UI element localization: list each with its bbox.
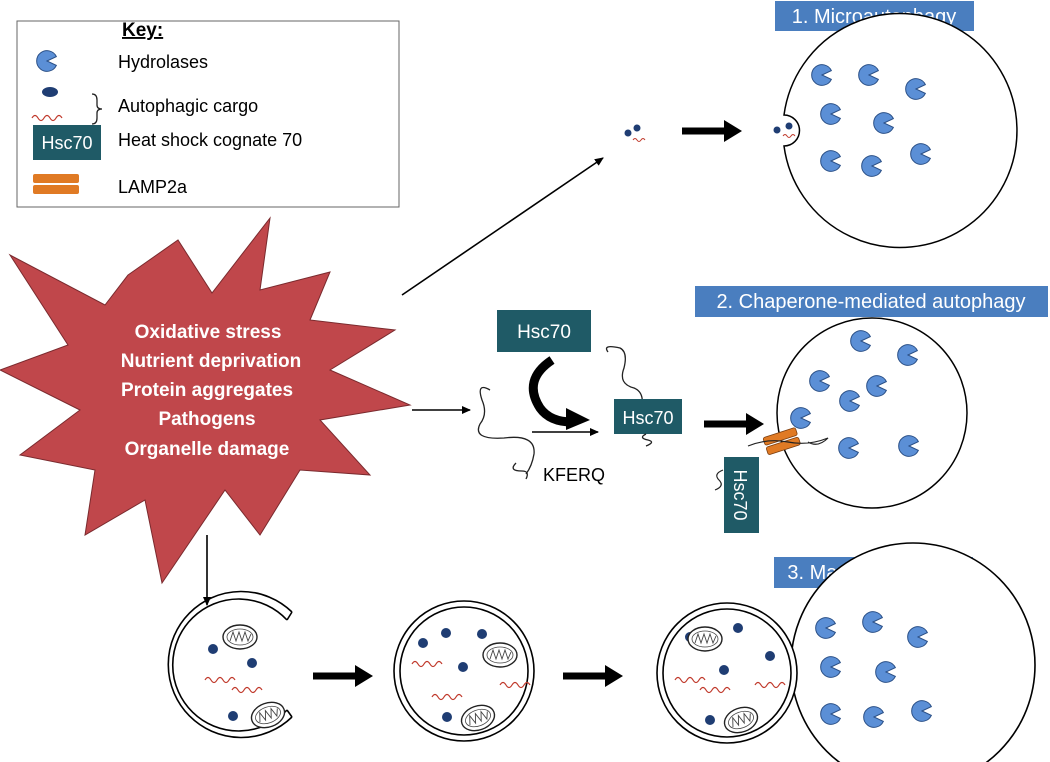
- micro-invaginated-cargo: [773, 122, 796, 138]
- cma-section: 2. Chaperone-mediated autophagy KFERQ Hs…: [477, 286, 1048, 533]
- key-box: Key: Hydrolases Autophagic cargo Hsc70 H…: [16, 20, 400, 208]
- stress-item-organelle: Organelle damage: [125, 439, 290, 460]
- bound-substrate-tail: [641, 433, 653, 447]
- kferq-motif-tail: [512, 462, 528, 480]
- key-hsc70-box: [33, 125, 101, 160]
- phagophore: [167, 590, 293, 739]
- key-hsc70-box-label: Hsc70: [41, 133, 92, 153]
- hsc70-membrane: Hsc70: [724, 457, 759, 533]
- stress-item-oxidative: Oxidative stress: [135, 322, 282, 343]
- lamp2a-icon: [33, 174, 79, 194]
- arrow-to-microautophagy: [401, 157, 604, 296]
- cargo-dot-icon: [42, 87, 58, 97]
- cargo-bracket: [91, 93, 103, 125]
- free-cargo: [624, 124, 646, 142]
- key-cargo-label: Autophagic cargo: [118, 96, 258, 116]
- membrane-substrate-tail: [714, 469, 724, 491]
- bound-substrate: [605, 346, 643, 407]
- substrate-protein: [477, 386, 535, 475]
- cma-title: 2. Chaperone-mediated autophagy: [716, 291, 1025, 313]
- autolysosome: [656, 542, 1036, 762]
- hsc70-bound-label: Hsc70: [622, 408, 673, 428]
- key-lamp2a-label: LAMP2a: [118, 177, 188, 197]
- translocating-substrate: [747, 437, 829, 447]
- hsc70-membrane-label: Hsc70: [730, 469, 750, 520]
- hsc70-bound: [614, 399, 682, 434]
- stress-burst: Oxidative stress Nutrient deprivation Pr…: [0, 216, 412, 585]
- hsc70-free: [497, 310, 591, 352]
- stress-item-nutrient: Nutrient deprivation: [121, 351, 302, 372]
- key-title: Key:: [122, 20, 163, 41]
- binding-curve: [528, 356, 573, 427]
- key-hydrolases-label: Hydrolases: [118, 52, 208, 72]
- binding-curve-head: [566, 408, 590, 430]
- micro-lysosome: [783, 12, 1018, 249]
- cma-title-bar: [695, 286, 1048, 317]
- macroautophagy-section: 3. Macroautophagy: [167, 542, 1036, 762]
- cma-lysosome: [776, 317, 968, 509]
- hsc70-free-label: Hsc70: [517, 322, 571, 343]
- autophagosome: [393, 600, 535, 742]
- key-hsc70-description: Heat shock cognate 70: [118, 130, 302, 150]
- kferq-label: KFERQ: [543, 465, 605, 485]
- stress-item-pathogens: Pathogens: [158, 409, 255, 430]
- stress-item-protein: Protein aggregates: [121, 380, 293, 401]
- microautophagy-section: 1. Microautophagy: [624, 1, 1018, 249]
